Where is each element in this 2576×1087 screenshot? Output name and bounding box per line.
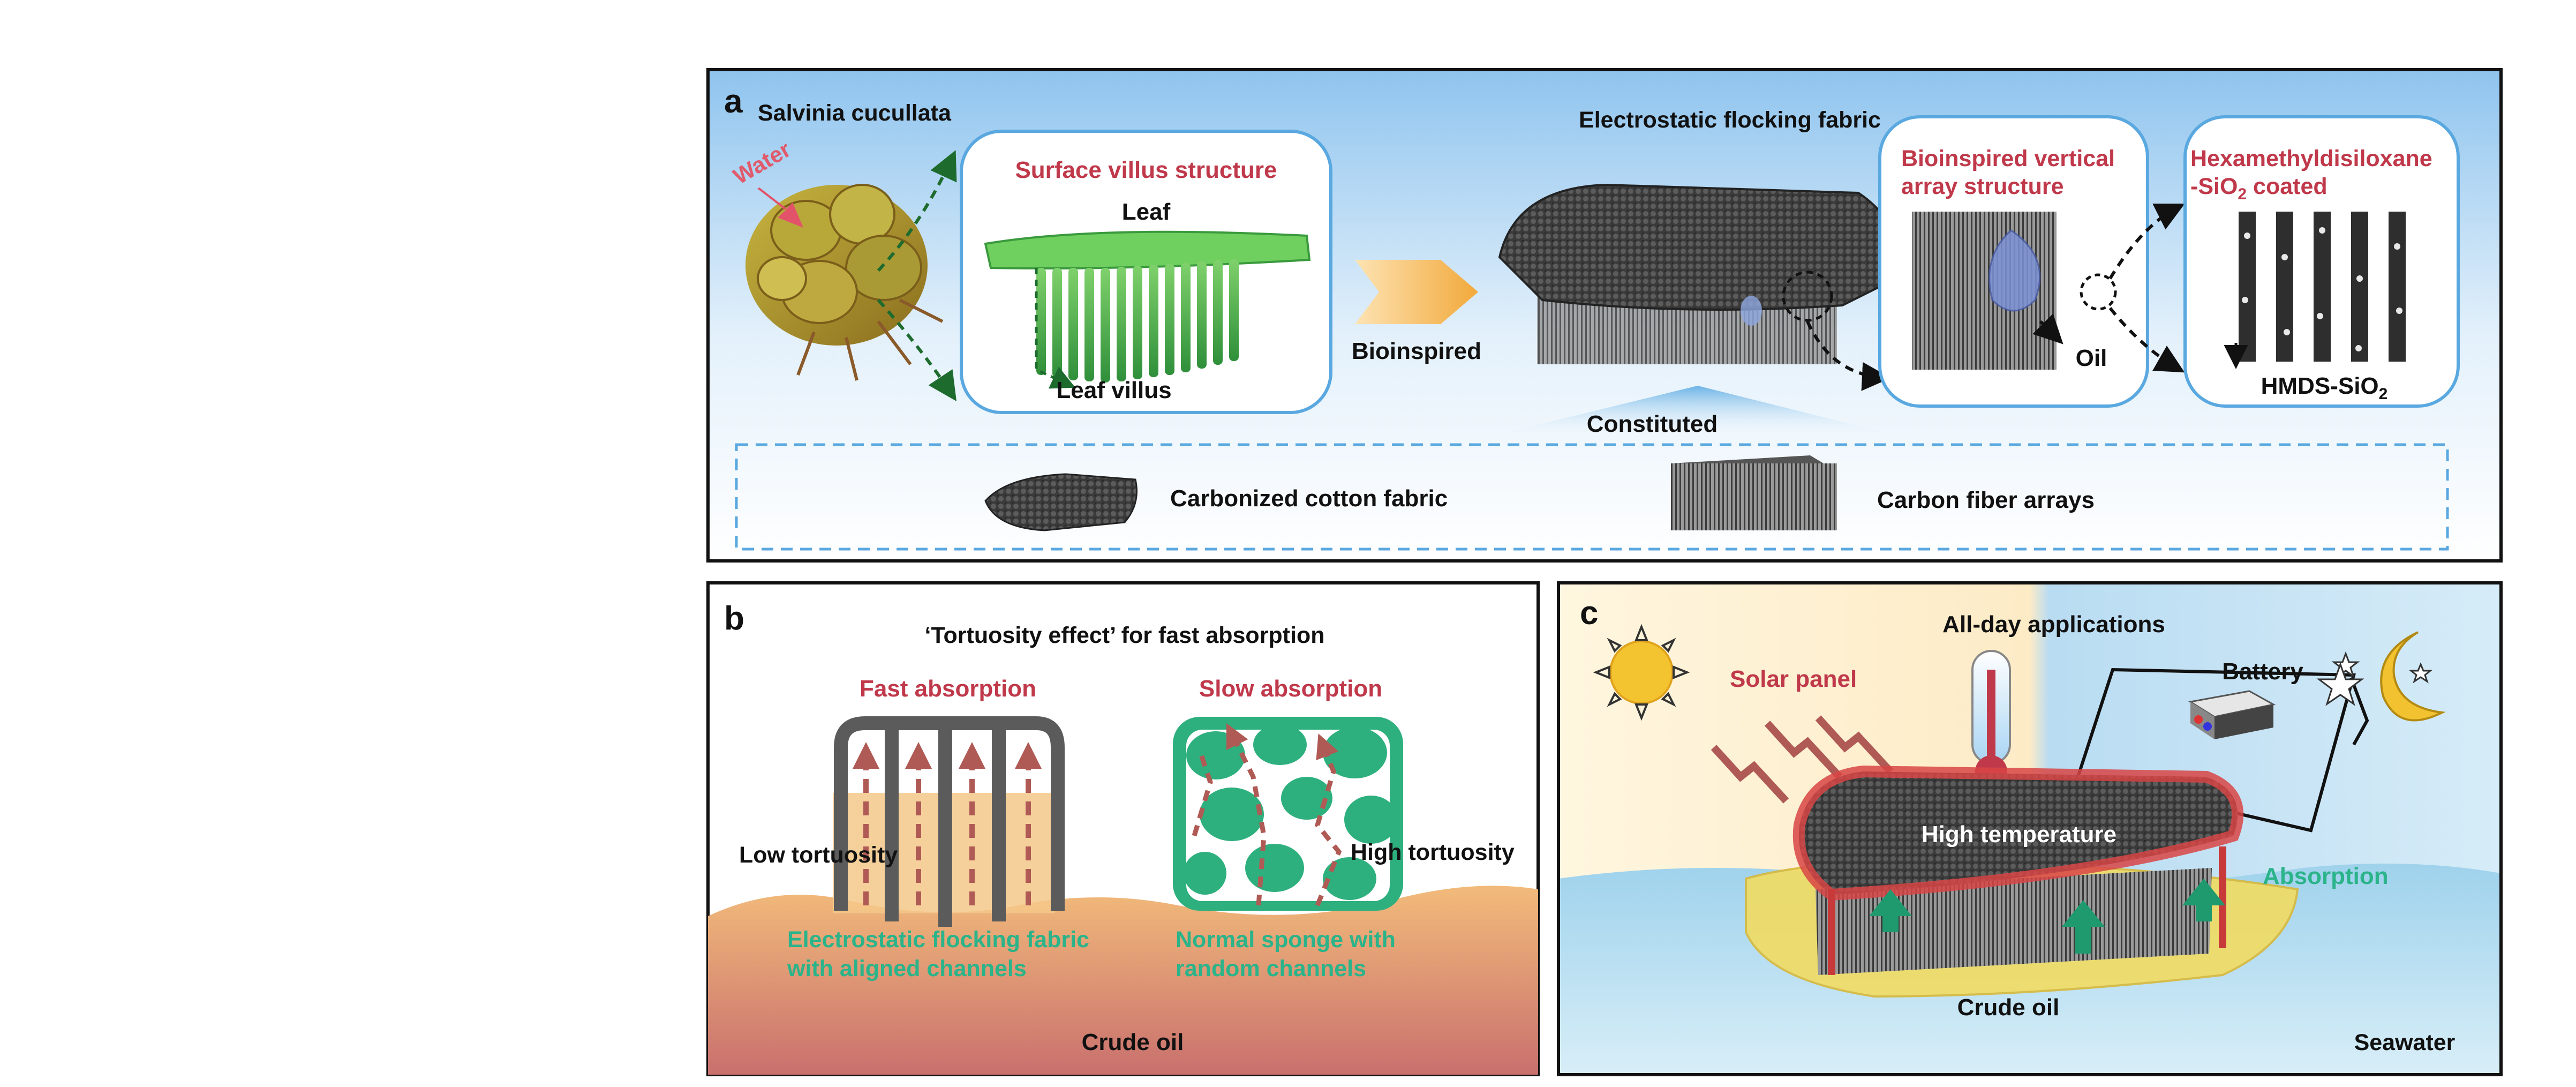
- bioinspired-arrow-icon: [1355, 260, 1478, 324]
- battery-wire-right: [2349, 677, 2369, 746]
- water-arrow-icon: [757, 188, 803, 228]
- villus-label: Leaf villus: [1056, 377, 1171, 403]
- seawater-label: Seawater: [2354, 1030, 2456, 1055]
- left-caption-2: with aligned channels: [787, 956, 1027, 981]
- panel-c-frame: [1557, 581, 2503, 1076]
- coat-title-1: Hexamethyldisiloxane: [2190, 146, 2432, 171]
- vertical-title-1: Bioinspired vertical: [1901, 146, 2115, 171]
- panel-b-letter: b: [724, 600, 744, 637]
- moon-and-stars-icon: [2316, 631, 2446, 722]
- fast-label: Fast absorption: [860, 676, 1036, 702]
- flocking-fabric-illustration: [1498, 183, 1899, 364]
- absorption-label: Absorption: [2263, 863, 2389, 889]
- vertical-title-2: array structure: [1901, 174, 2064, 199]
- leaf-villus-illustration: [984, 230, 1311, 389]
- low-tortuosity-label: Low tortuosity: [739, 842, 898, 868]
- hightemp-label: High temperature: [1922, 821, 2116, 848]
- right-caption-1: Normal sponge with: [1176, 927, 1396, 953]
- panel-c-letter: c: [1580, 595, 1598, 632]
- allday-label: All-day applications: [1942, 611, 2165, 638]
- vertical-fibers-illustration: [1912, 212, 2117, 370]
- vertical-to-coat-arrow-down: [2108, 307, 2185, 373]
- fabric-title: Electrostatic flocking fabric: [1579, 107, 1881, 133]
- sun-icon: [1593, 624, 1690, 721]
- coat-title-2: -SiO2 coated: [2190, 174, 2328, 203]
- constituted-wedge: [1478, 386, 1912, 439]
- panel-c: c All-day applications Solar panel Batte…: [1557, 581, 2503, 1076]
- high-tortuosity-label: High tortuosity: [1351, 839, 1515, 865]
- fabric-to-vertical-arrow: [1806, 320, 1891, 391]
- left-caption-1: Electrostatic flocking fabric: [787, 927, 1089, 953]
- cotton-fabric-illustration: [984, 473, 1138, 531]
- cotton-label: Carbonized cotton fabric: [1170, 485, 1448, 512]
- absorption-arrows-icon: [1869, 879, 2225, 954]
- slow-label: Slow absorption: [1199, 676, 1382, 702]
- constituents-box: [735, 443, 2449, 551]
- carbon-fiber-illustration: [1671, 455, 1837, 530]
- bioinspired-label: Bioinspired: [1352, 338, 1481, 364]
- panel-b-title: ‘Tortuosity effect’ for fast absorption: [925, 623, 1325, 648]
- oil-arrow: [2032, 313, 2063, 344]
- constituted-label: Constituted: [1587, 411, 1718, 437]
- crude-oil-label-b: Crude oil: [1082, 1029, 1184, 1055]
- panel-b: b ‘Tortuosity effect’ for fast absorptio…: [706, 581, 1540, 1076]
- villus-title: Surface villus structure: [1015, 157, 1277, 183]
- coated-fibers-illustration: [2224, 212, 2406, 369]
- panel-a: a Salvinia cucullata Water Surface villu…: [706, 68, 2503, 563]
- oil-label: Oil: [2076, 345, 2107, 371]
- right-caption-2: random channels: [1176, 956, 1366, 981]
- hmds-label: HMDS-SiO2: [2261, 373, 2388, 403]
- sunlight-arrows-icon: [1711, 715, 1894, 804]
- heated-fabric-illustration: [1792, 765, 2244, 975]
- leaf-label: Leaf: [1122, 199, 1171, 225]
- battery-icon: [2188, 690, 2276, 739]
- panel-a-letter: a: [724, 83, 743, 120]
- plant-title: Salvinia cucullata: [758, 100, 952, 126]
- crude-oil-label-c: Crude oil: [1957, 994, 2060, 1021]
- sponge-illustration: [1173, 717, 1403, 911]
- fiber-label: Carbon fiber arrays: [1877, 487, 2095, 513]
- crude-oil-layer: [708, 886, 1538, 1075]
- thermometer-icon: [1971, 650, 2011, 788]
- solar-label: Solar panel: [1730, 666, 1857, 692]
- aligned-channels-illustration: [833, 716, 1065, 927]
- vertical-to-coat-arrow-up: [2108, 204, 2185, 280]
- plant-to-villus-arrow-down: [877, 299, 956, 401]
- plant-to-villus-arrow-up: [877, 150, 957, 272]
